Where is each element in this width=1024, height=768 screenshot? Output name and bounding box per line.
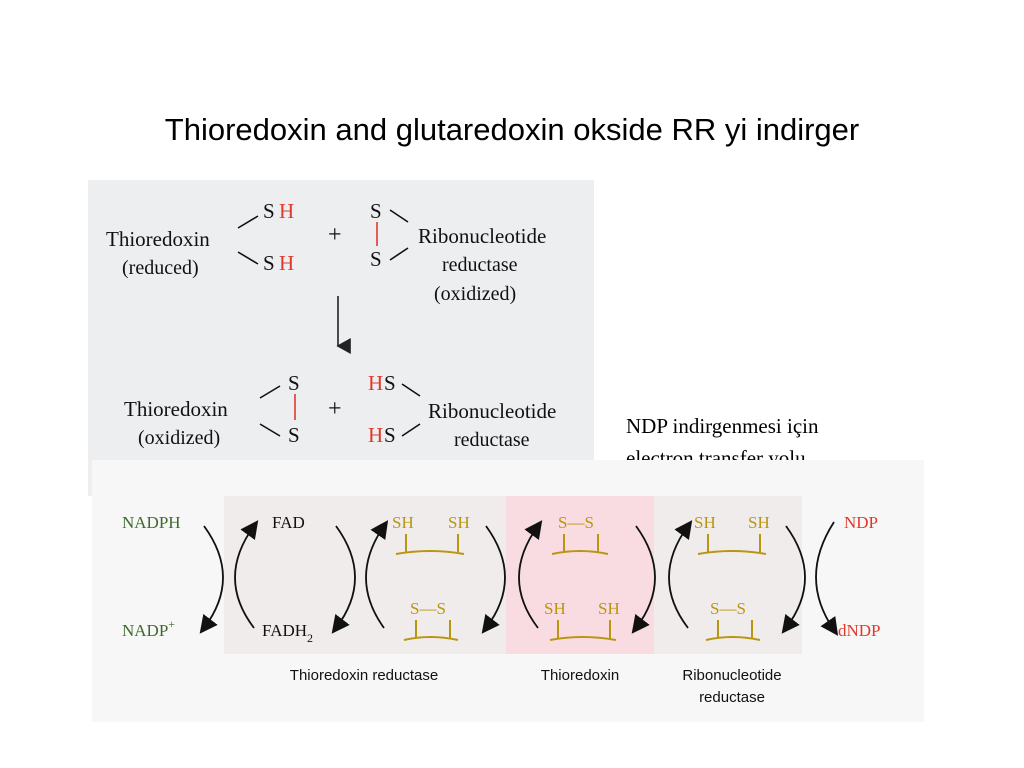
note-line-1: NDP indirgenmesi için bbox=[626, 414, 819, 438]
fad-label: FAD bbox=[272, 513, 305, 532]
thioredoxin-oxidized-state: (oxidized) bbox=[138, 427, 220, 449]
ribonucleotide-reductase-label-line1: Ribonucleotide bbox=[682, 667, 781, 684]
sh-group: SH bbox=[748, 513, 770, 532]
redox-arrow bbox=[199, 525, 224, 634]
enzyme-backbone bbox=[403, 636, 459, 641]
redox-arrow bbox=[481, 525, 506, 634]
bond-line bbox=[237, 215, 259, 229]
disulfide-group: S—S bbox=[410, 599, 446, 618]
sulfur-atom: S bbox=[263, 251, 275, 275]
sh-group: SH bbox=[544, 599, 566, 618]
rr-backbone bbox=[697, 550, 767, 555]
hydrogen-atom: H bbox=[279, 199, 294, 223]
plus-sign: + bbox=[328, 396, 342, 422]
sulfur-atom: S bbox=[288, 371, 300, 395]
thioredoxin-label: Thioredoxin bbox=[541, 667, 619, 684]
redox-arrow bbox=[815, 521, 839, 636]
slide-title: Thioredoxin and glutaredoxin okside RR y… bbox=[164, 112, 860, 147]
redox-arrow bbox=[331, 525, 356, 634]
thioredoxin-reduced-state: (reduced) bbox=[122, 257, 199, 279]
rr-backbone bbox=[705, 636, 761, 641]
thioredoxin-backbone bbox=[549, 636, 617, 641]
nadp-label: NADP+ bbox=[122, 617, 175, 640]
sh-group: SH bbox=[694, 513, 716, 532]
redox-arrow bbox=[668, 520, 693, 629]
hydrogen-atom: H bbox=[279, 251, 294, 275]
sulfur-atom: S bbox=[370, 247, 382, 271]
dndp-label: dNDP bbox=[838, 621, 881, 640]
electron-transfer-pathway: NADPH NADP+ FAD FADH2 SH SH S—S S—S SH S… bbox=[92, 460, 924, 722]
bond-line bbox=[389, 209, 409, 223]
redox-arrow bbox=[365, 520, 389, 629]
ribonucleotide-reductase-oxidized-line2: reductase bbox=[442, 254, 518, 276]
ribonucleotide-reductase-reduced-name: Ribonucleotide bbox=[428, 399, 556, 423]
enzyme-backbone bbox=[395, 550, 465, 555]
sh-group: SH bbox=[392, 513, 414, 532]
plus-sign: + bbox=[328, 222, 342, 248]
ribonucleotide-reductase-panel bbox=[654, 496, 802, 654]
redox-arrow bbox=[234, 520, 259, 629]
sulfur-atom: S bbox=[384, 371, 396, 395]
sulfur-atom: S bbox=[288, 423, 300, 447]
thioredoxin-reductase-panel bbox=[224, 496, 506, 654]
thioredoxin-reductase-label: Thioredoxin reductase bbox=[290, 667, 438, 684]
bond-line bbox=[401, 423, 421, 437]
redox-arrow bbox=[518, 520, 543, 629]
hydrogen-atom: H bbox=[368, 371, 383, 395]
bond-line bbox=[259, 423, 281, 437]
bond-line bbox=[401, 383, 421, 397]
sulfur-atom: S bbox=[263, 199, 275, 223]
redox-arrow bbox=[631, 525, 656, 634]
thioredoxin-oxidized-name: Thioredoxin bbox=[124, 397, 228, 421]
ribonucleotide-reductase-label-line2: reductase bbox=[699, 689, 765, 706]
sulfur-atom: S bbox=[370, 199, 382, 223]
ribonucleotide-reductase-oxidized-state: (oxidized) bbox=[434, 283, 516, 305]
ribonucleotide-reductase-reduced-line2: reductase bbox=[454, 429, 530, 451]
redox-arrow bbox=[781, 525, 806, 634]
fadh2-label: FADH2 bbox=[262, 621, 313, 645]
disulfide-group: S—S bbox=[558, 513, 594, 532]
thioredoxin-reduced-name: Thioredoxin bbox=[106, 227, 210, 251]
ndp-label: NDP bbox=[844, 513, 878, 532]
nadph-label: NADPH bbox=[122, 513, 181, 532]
ribonucleotide-reductase-oxidized-name: Ribonucleotide bbox=[418, 224, 546, 248]
sh-group: SH bbox=[448, 513, 470, 532]
redox-arrows bbox=[199, 520, 839, 636]
bond-line bbox=[237, 251, 259, 265]
sulfur-atom: S bbox=[384, 423, 396, 447]
bond-line bbox=[259, 385, 281, 399]
sh-group: SH bbox=[598, 599, 620, 618]
disulfide-group: S—S bbox=[710, 599, 746, 618]
thioredoxin-reaction-scheme: Thioredoxin (reduced) S H S H + S S Ribo… bbox=[88, 180, 594, 496]
thioredoxin-backbone bbox=[551, 550, 609, 555]
bond-line bbox=[389, 247, 409, 261]
hydrogen-atom: H bbox=[368, 423, 383, 447]
